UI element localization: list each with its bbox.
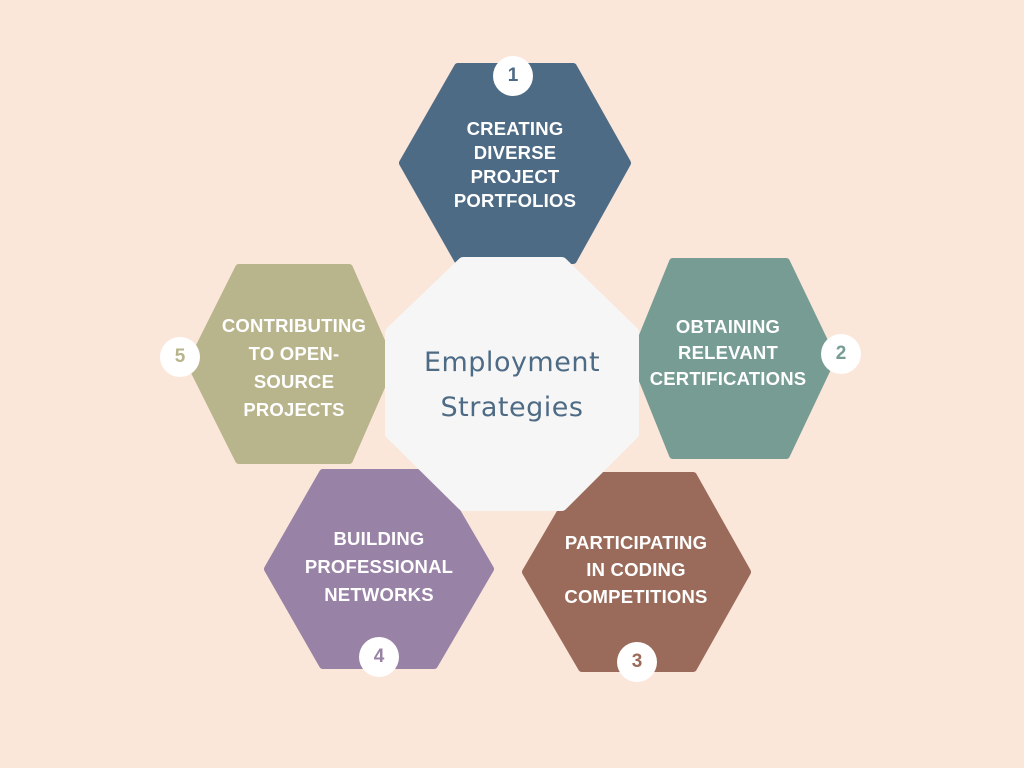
node-2-label: OBTAINING RELEVANT CERTIFICATIONS bbox=[636, 300, 820, 406]
node-1-line-1: CREATING bbox=[466, 118, 564, 139]
node-5-line-2: TO OPEN- bbox=[248, 343, 340, 364]
node-2-line-2: RELEVANT bbox=[678, 342, 778, 363]
center-title-line-1: Employment bbox=[423, 347, 601, 378]
node-3-line-2: IN CODING bbox=[586, 558, 686, 580]
node-4-line-1: BUILDING bbox=[333, 528, 425, 549]
center-title: Employment Strategies bbox=[386, 330, 638, 440]
node-3-label: PARTICIPATING IN CODING COMPETITIONS bbox=[540, 516, 732, 622]
node-5-line-3: SOURCE bbox=[253, 371, 335, 392]
hexagon-1-creating-diverse-project-portfolios bbox=[399, 63, 631, 264]
node-4-label: BUILDING PROFESSIONAL NETWORKS bbox=[284, 514, 474, 620]
node-1-label: CREATING DIVERSE PROJECT PORTFOLIOS bbox=[420, 95, 610, 235]
step-badge-5: 5 bbox=[160, 337, 200, 377]
step-badge-4: 4 bbox=[359, 637, 399, 677]
node-1-line-4: PORTFOLIOS bbox=[453, 190, 577, 211]
node-1-line-3: PROJECT bbox=[470, 166, 560, 187]
node-3-line-3: COMPETITIONS bbox=[564, 585, 708, 607]
step-number-2: 2 bbox=[835, 343, 847, 364]
step-number-4: 4 bbox=[373, 646, 385, 667]
step-number-1: 1 bbox=[507, 65, 519, 86]
node-5-line-1: CONTRIBUTING bbox=[221, 315, 367, 336]
step-badge-2: 2 bbox=[821, 334, 861, 374]
node-4-line-2: PROFESSIONAL bbox=[304, 556, 454, 577]
step-number-5: 5 bbox=[174, 346, 186, 367]
hexagon-3-participating-in-coding-competitions bbox=[522, 472, 751, 672]
step-number-3: 3 bbox=[631, 651, 643, 672]
step-badge-3: 3 bbox=[617, 642, 657, 682]
node-3-line-1: PARTICIPATING bbox=[564, 531, 708, 553]
step-badge-1: 1 bbox=[493, 56, 533, 96]
node-2-line-1: OBTAINING bbox=[675, 316, 781, 337]
center-octagon bbox=[385, 257, 639, 511]
node-4-line-3: NETWORKS bbox=[324, 584, 434, 605]
center-title-line-2: Strategies bbox=[440, 392, 584, 423]
node-2-line-3: CERTIFICATIONS bbox=[649, 368, 807, 389]
node-5-line-4: PROJECTS bbox=[243, 399, 345, 420]
node-1-line-2: DIVERSE bbox=[473, 142, 557, 163]
node-5-label: CONTRIBUTING TO OPEN- SOURCE PROJECTS bbox=[200, 310, 388, 426]
